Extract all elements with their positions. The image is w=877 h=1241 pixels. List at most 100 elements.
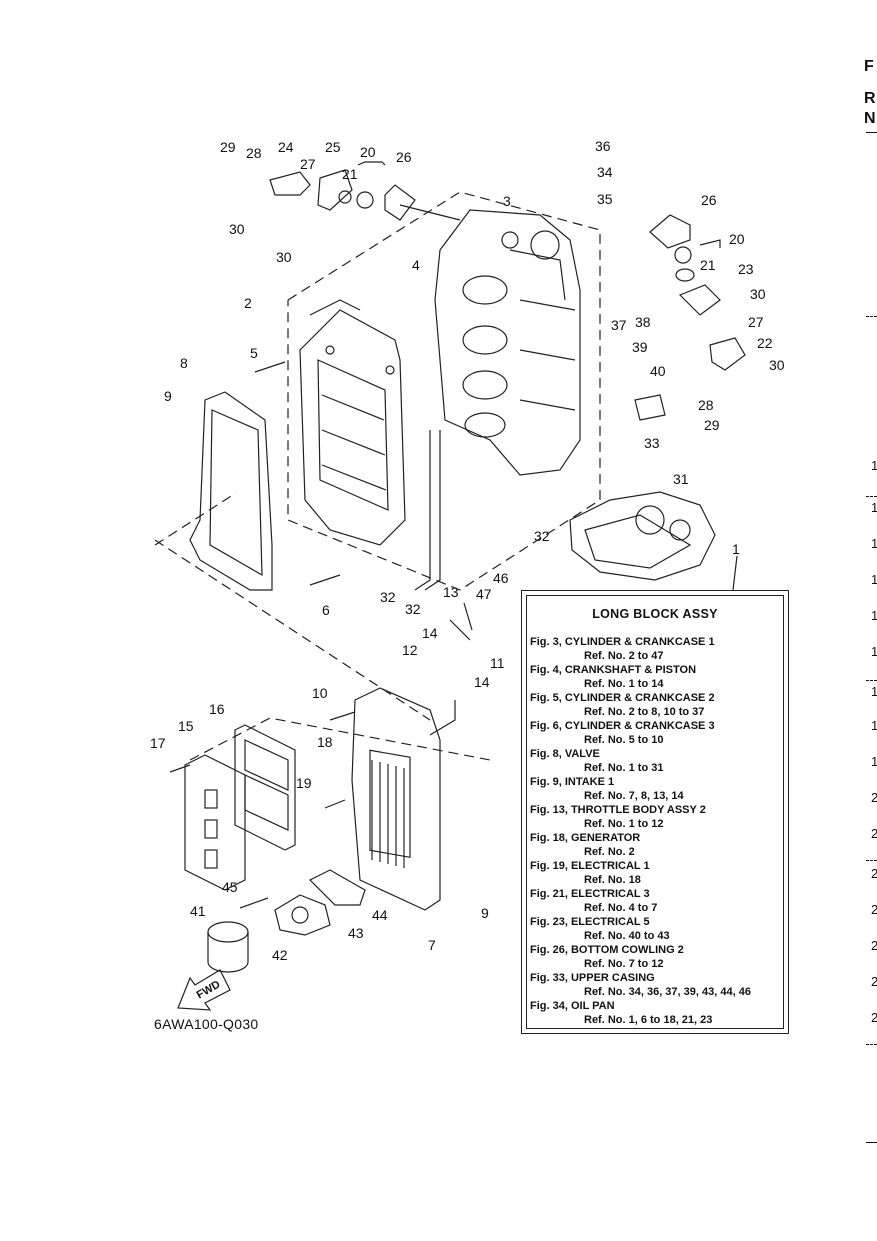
- edge-number: 1: [871, 458, 877, 473]
- callout-number: 46: [493, 570, 509, 586]
- callout-number: 32: [405, 601, 421, 617]
- callout-number: 20: [360, 144, 376, 160]
- edge-number: 2: [871, 938, 877, 953]
- callout-number: 19: [296, 775, 312, 791]
- exhaust-cover-7: [351, 687, 441, 911]
- callout-number: 23: [738, 261, 754, 277]
- edge-number: 1: [871, 684, 877, 699]
- callout-number: 27: [748, 314, 764, 330]
- edge-number: 2: [871, 974, 877, 989]
- reference-ref-no: Ref. No. 2: [584, 846, 635, 858]
- reference-ref-no: Ref. No. 2 to 8, 10 to 37: [584, 706, 705, 718]
- callout-number: 28: [698, 397, 714, 413]
- callout-number: 7: [428, 937, 436, 953]
- callout-number: 28: [246, 145, 262, 161]
- reference-fig: Fig. 23, ELECTRICAL 5: [530, 916, 650, 928]
- reference-fig: Fig. 21, ELECTRICAL 3: [530, 888, 650, 900]
- callout-number: 16: [209, 701, 225, 717]
- long-block-reference-box: LONG BLOCK ASSY Fig. 3, CYLINDER & CRANK…: [521, 590, 789, 1034]
- callout-number: 26: [701, 192, 717, 208]
- edge-number: 1: [871, 536, 877, 551]
- callout-number: 32: [380, 589, 396, 605]
- reference-fig: Fig. 4, CRANKSHAFT & PISTON: [530, 664, 697, 676]
- edge-letter: R: [864, 90, 876, 107]
- edge-number: 1: [871, 608, 877, 623]
- edge-number: 2: [871, 1010, 877, 1025]
- reference-box-inner-frame: [526, 595, 784, 1029]
- edge-number: 2: [871, 826, 877, 841]
- callout-number: 9: [481, 905, 489, 921]
- reference-ref-no: Ref. No. 1, 6 to 18, 21, 23: [584, 1014, 713, 1026]
- callout-number: 12: [402, 642, 418, 658]
- reference-ref-no: Ref. No. 1 to 31: [584, 762, 664, 774]
- fwd-arrow: [177, 969, 231, 1011]
- cylinder-block: [434, 209, 581, 476]
- callout-number: 44: [372, 907, 388, 923]
- callout-number: 30: [276, 249, 292, 265]
- callout-number: 21: [700, 257, 716, 273]
- callout-number: 6: [322, 602, 330, 618]
- reference-fig: Fig. 3, CYLINDER & CRANKCASE 1: [530, 636, 715, 648]
- edge-rule: [866, 680, 877, 681]
- reference-ref-no: Ref. No. 18: [584, 874, 641, 886]
- edge-number: 1: [871, 754, 877, 769]
- reference-ref-no: Ref. No. 40 to 43: [584, 930, 670, 942]
- callout-number: 39: [632, 339, 648, 355]
- reference-fig: Fig. 34, OIL PAN: [530, 1000, 615, 1012]
- callout-number: 34: [597, 164, 613, 180]
- edge-number: 1: [871, 644, 877, 659]
- edge-number: 2: [871, 902, 877, 917]
- callout-number: 9: [164, 388, 172, 404]
- thermostat-parts-left: [269, 169, 416, 221]
- callout-number: 27: [300, 156, 316, 172]
- callout-number: 31: [673, 471, 689, 487]
- callout-number: 32: [534, 528, 550, 544]
- callout-number: 10: [312, 685, 328, 701]
- dashed-boundary: [287, 191, 601, 591]
- callout-number: 43: [348, 925, 364, 941]
- reference-fig: Fig. 33, UPPER CASING: [530, 972, 655, 984]
- callout-number: 25: [325, 139, 341, 155]
- edge-number: 1: [871, 718, 877, 733]
- edge-rule: [866, 1044, 877, 1045]
- reference-ref-no: Ref. No. 34, 36, 37, 39, 43, 44, 46: [584, 986, 751, 998]
- plate-15: [184, 754, 246, 891]
- callout-number: 29: [220, 139, 236, 155]
- callout-number: 13: [443, 584, 459, 600]
- oil-filter-41: [207, 921, 249, 973]
- callout-number: 8: [180, 355, 188, 371]
- reference-ref-no: Ref. No. 2 to 47: [584, 650, 664, 662]
- callout-number: 5: [250, 345, 258, 361]
- thermostat-parts-right: [634, 214, 746, 421]
- callout-number: 35: [597, 191, 613, 207]
- reference-ref-no: Ref. No. 7 to 12: [584, 958, 664, 970]
- callout-number: 42: [272, 947, 288, 963]
- edge-rule: [866, 1142, 877, 1143]
- reference-fig: Fig. 6, CYLINDER & CRANKCASE 3: [530, 720, 715, 732]
- edge-number: 2: [871, 866, 877, 881]
- reference-fig: Fig. 13, THROTTLE BODY ASSY 2: [530, 804, 706, 816]
- callout-number: 11: [490, 655, 505, 671]
- reference-ref-no: Ref. No. 1 to 14: [584, 678, 664, 690]
- gasket-16: [234, 724, 296, 851]
- callout-number: 45: [222, 879, 238, 895]
- gasket-31: [569, 491, 716, 581]
- edge-number: 1: [871, 500, 877, 515]
- edge-letter: N: [864, 110, 876, 127]
- callout-number: 37: [611, 317, 627, 333]
- dashed-boundary-lower: [154, 492, 237, 546]
- callout-number: 1: [732, 541, 740, 557]
- edge-number: 2: [871, 790, 877, 805]
- reference-fig: Fig. 5, CYLINDER & CRANKCASE 2: [530, 692, 715, 704]
- edge-rule: [866, 860, 877, 861]
- reference-fig: Fig. 18, GENERATOR: [530, 832, 641, 844]
- callout-number: 29: [704, 417, 720, 433]
- callout-number: 40: [650, 363, 666, 379]
- callout-number: 30: [769, 357, 785, 373]
- gasket-8: [189, 391, 273, 591]
- reference-ref-no: Ref. No. 4 to 7: [584, 902, 658, 914]
- callout-number: 33: [644, 435, 660, 451]
- reference-fig: Fig. 8, VALVE: [530, 748, 600, 760]
- callout-number: 4: [412, 257, 420, 273]
- callout-number: 22: [757, 335, 773, 351]
